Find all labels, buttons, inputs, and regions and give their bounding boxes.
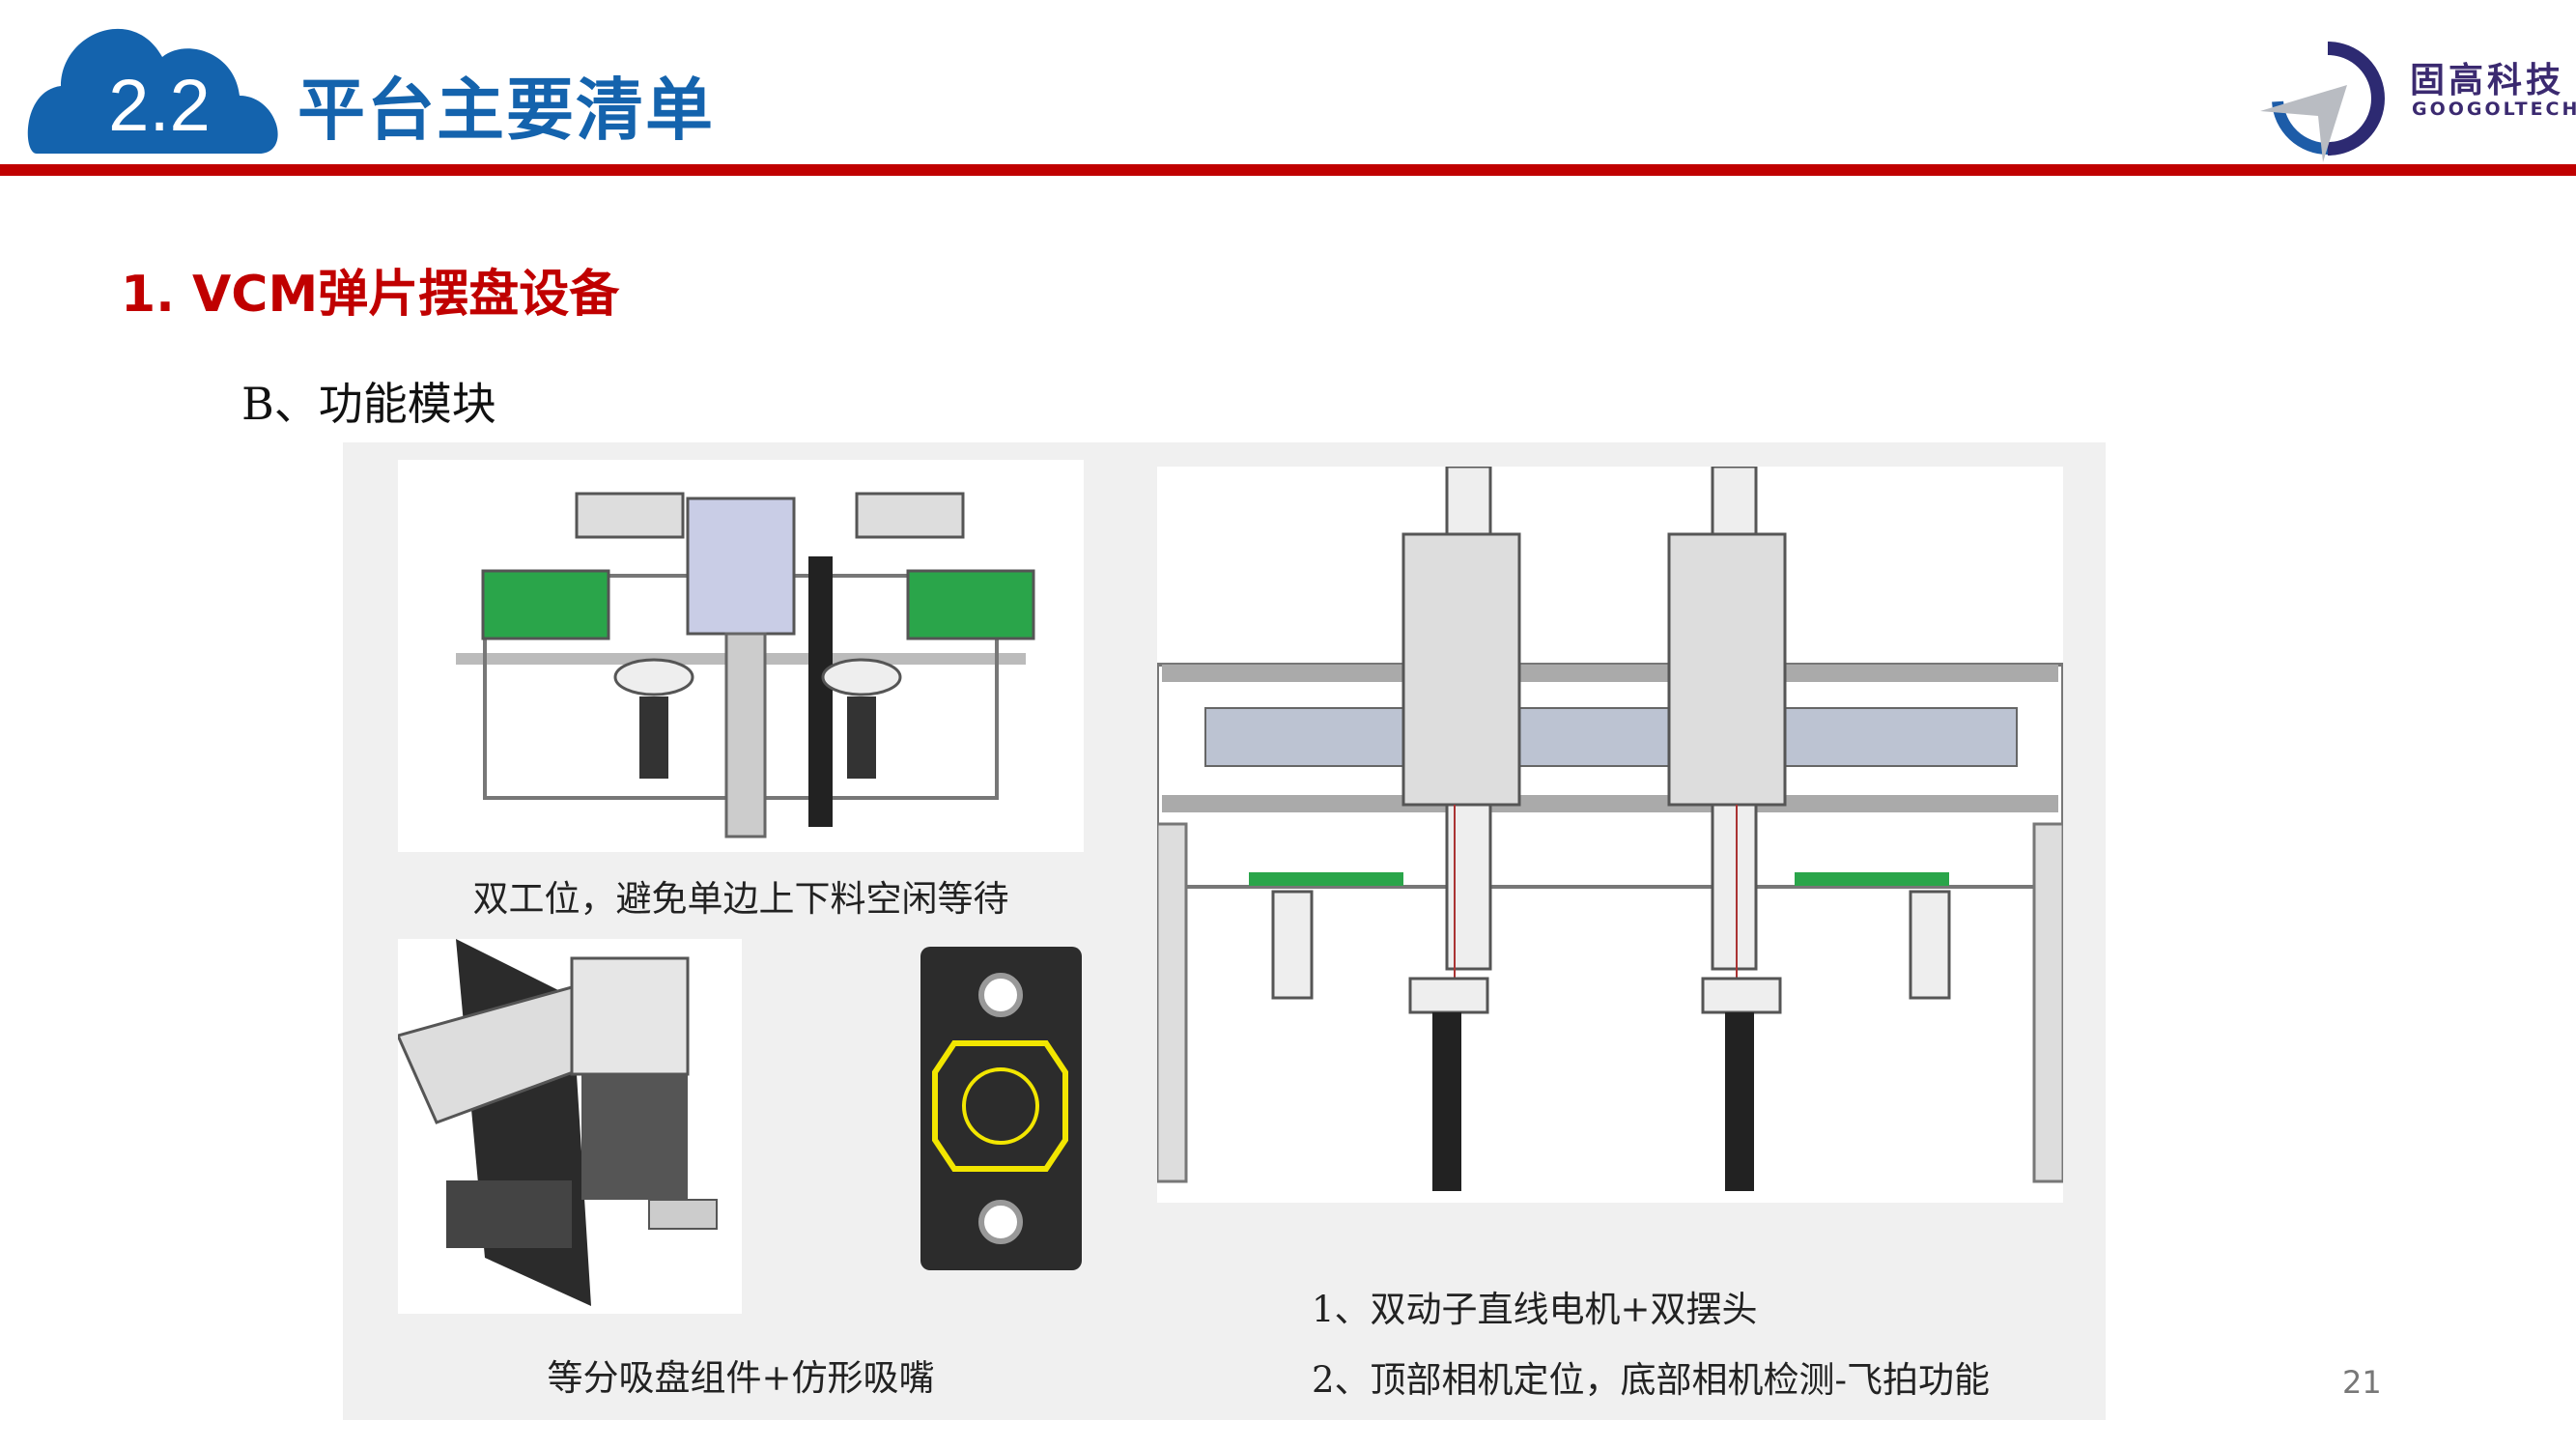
subsection-heading: B、功能模块 (241, 378, 496, 430)
suction-assembly-image (395, 939, 742, 1314)
figure-panel: 双工位，避免单边上下料空闲等待 等分吸盘组件+仿形吸嘴 (343, 442, 2106, 1420)
dual-mover-gantry-image (1155, 465, 2065, 1203)
section-number: 2.2 (108, 65, 211, 147)
caption-suction: 等分吸盘组件+仿形吸嘴 (547, 1357, 935, 1399)
section-heading: 1. VCM弹片摆盘设备 (121, 266, 620, 324)
biomimetic-nozzle-image (920, 947, 1082, 1270)
logo-text-cn: 固高科技 (2410, 61, 2565, 100)
page-title: 平台主要清单 (297, 71, 715, 150)
caption-dual-station: 双工位，避免单边上下料空闲等待 (472, 878, 1009, 920)
feature-line-1: 1、双动子直线电机+双摆头 (1312, 1289, 1758, 1330)
logo-text-en: GOOGOLTECH (2412, 99, 2576, 120)
feature-line-2: 2、顶部相机定位，底部相机检测-飞拍功能 (1312, 1359, 1991, 1401)
page-number: 21 (2342, 1364, 2382, 1401)
cloud-badge-icon (27, 28, 278, 155)
dual-station-image (398, 460, 1084, 852)
googoltech-logo-icon (2260, 42, 2385, 162)
header-divider (0, 164, 2576, 176)
